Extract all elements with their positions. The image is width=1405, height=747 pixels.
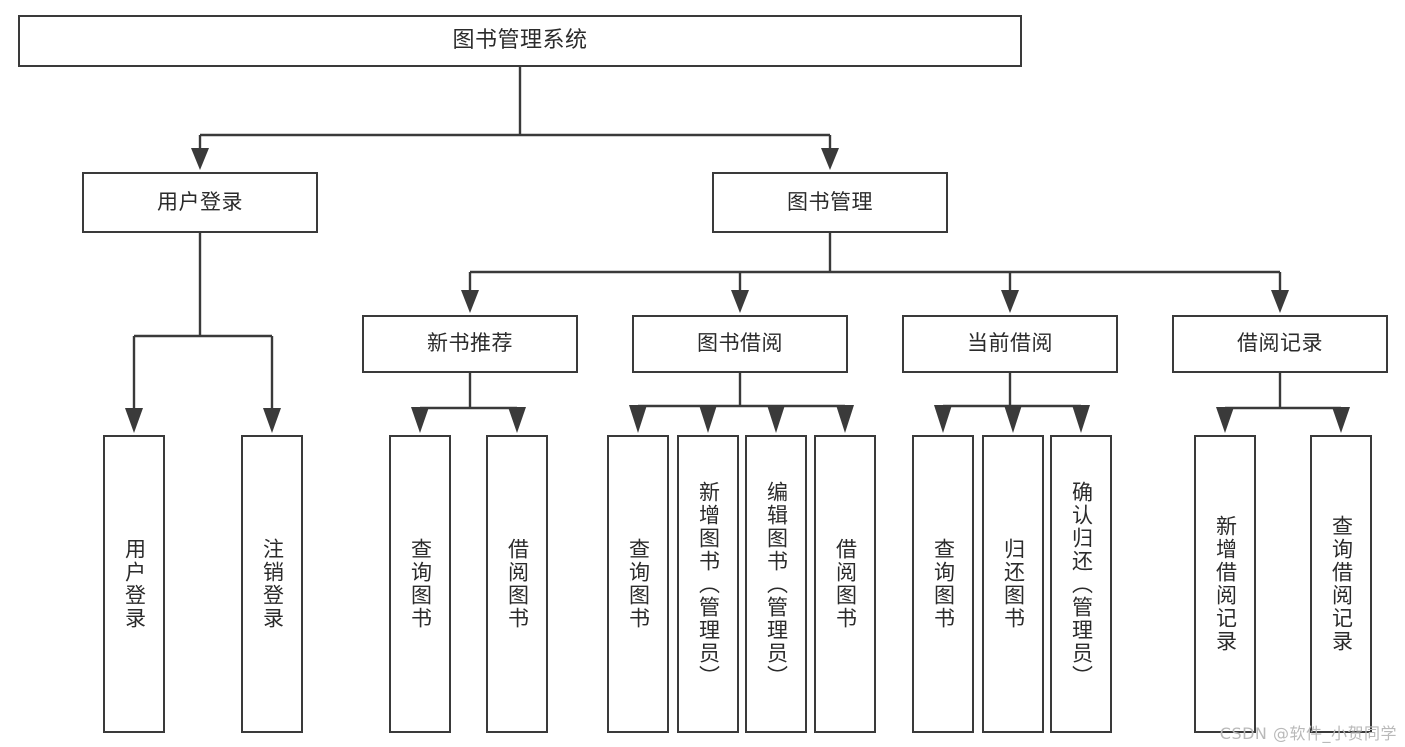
node-leaf-query-book-recommend[interactable]: 查询图书 xyxy=(389,435,451,733)
node-book-manage[interactable]: 图书管理 xyxy=(712,172,948,233)
node-label: 当前借阅 xyxy=(967,331,1053,356)
watermark-text: CSDN @软件_小贺同学 xyxy=(1219,724,1397,743)
node-label: 查询图书 xyxy=(408,538,433,630)
arrowhead-leaf-add-borrow-record xyxy=(1216,407,1234,433)
node-label: 注销登录 xyxy=(260,538,285,630)
arrowhead-current-borrow xyxy=(1001,290,1019,313)
node-leaf-add-book-admin[interactable]: 新增图书（管理员） xyxy=(677,435,739,733)
arrowhead-leaf-add-book-admin xyxy=(699,405,717,433)
node-label: 查询图书 xyxy=(626,538,651,630)
arrowhead-new-book-recommend xyxy=(461,290,479,313)
node-label: 归还图书 xyxy=(1001,538,1026,630)
node-new-book-recommend[interactable]: 新书推荐 xyxy=(362,315,578,373)
arrowhead-leaf-borrow-book-recommend xyxy=(508,407,526,433)
node-leaf-borrow-book[interactable]: 借阅图书 xyxy=(814,435,876,733)
arrowhead-leaf-query-book-current xyxy=(934,405,952,433)
node-leaf-query-book-borrow[interactable]: 查询图书 xyxy=(607,435,669,733)
node-label: 新增借阅记录 xyxy=(1213,515,1238,653)
node-leaf-return-book[interactable]: 归还图书 xyxy=(982,435,1044,733)
node-label: 查询图书 xyxy=(931,538,956,630)
arrowhead-leaf-query-book-recommend xyxy=(411,407,429,433)
node-label: 用户登录 xyxy=(122,538,147,630)
node-leaf-user-login[interactable]: 用户登录 xyxy=(103,435,165,733)
arrowhead-leaf-query-book-borrow xyxy=(629,405,647,433)
node-leaf-query-book-current[interactable]: 查询图书 xyxy=(912,435,974,733)
node-label: 借阅图书 xyxy=(833,538,858,630)
node-label: 图书管理 xyxy=(787,189,873,214)
node-label: 图书管理系统 xyxy=(452,27,588,53)
arrowhead-leaf-edit-book-admin xyxy=(767,405,785,433)
node-label: 编辑图书（管理员） xyxy=(764,480,789,688)
arrowhead-leaf-query-borrow-record xyxy=(1332,407,1350,433)
node-label: 借阅记录 xyxy=(1237,331,1323,356)
node-leaf-query-borrow-record[interactable]: 查询借阅记录 xyxy=(1310,435,1372,733)
node-label: 用户登录 xyxy=(157,189,243,214)
arrowhead-leaf-user-login xyxy=(125,408,143,433)
arrowhead-leaf-borrow-book xyxy=(836,405,854,433)
node-label: 借阅图书 xyxy=(505,538,530,630)
node-user-login[interactable]: 用户登录 xyxy=(82,172,318,233)
node-label: 查询借阅记录 xyxy=(1329,515,1354,653)
arrowhead-book-borrow xyxy=(731,290,749,313)
node-leaf-add-borrow-record[interactable]: 新增借阅记录 xyxy=(1194,435,1256,733)
node-root-system[interactable]: 图书管理系统 xyxy=(18,15,1022,67)
node-label: 新增图书（管理员） xyxy=(696,480,721,688)
arrowhead-borrow-record xyxy=(1271,290,1289,313)
node-leaf-confirm-return-admin[interactable]: 确认归还（管理员） xyxy=(1050,435,1112,733)
arrowhead-user-login xyxy=(191,148,209,170)
arrowhead-book-manage xyxy=(821,148,839,170)
arrowhead-leaf-user-logout xyxy=(263,408,281,433)
node-current-borrow[interactable]: 当前借阅 xyxy=(902,315,1118,373)
arrowhead-leaf-confirm-return-admin xyxy=(1072,405,1090,433)
node-label: 新书推荐 xyxy=(427,331,513,356)
node-borrow-record[interactable]: 借阅记录 xyxy=(1172,315,1388,373)
node-leaf-edit-book-admin[interactable]: 编辑图书（管理员） xyxy=(745,435,807,733)
arrowhead-leaf-return-book xyxy=(1004,405,1022,433)
node-book-borrow[interactable]: 图书借阅 xyxy=(632,315,848,373)
node-leaf-user-logout[interactable]: 注销登录 xyxy=(241,435,303,733)
node-leaf-borrow-book-recommend[interactable]: 借阅图书 xyxy=(486,435,548,733)
node-label: 确认归还（管理员） xyxy=(1069,480,1094,688)
node-label: 图书借阅 xyxy=(697,331,783,356)
